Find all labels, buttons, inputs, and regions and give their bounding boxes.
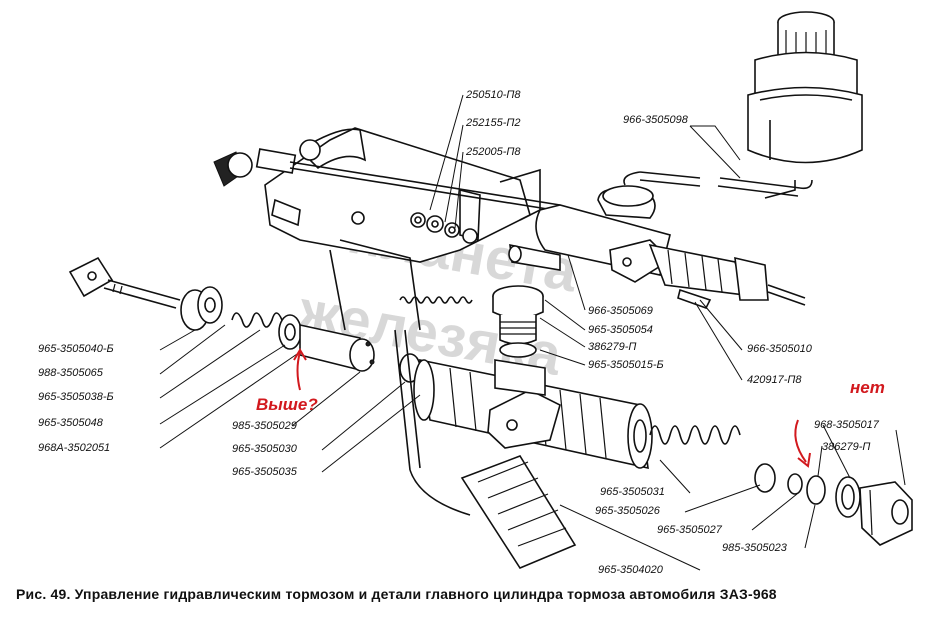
- annotation-note-left: Выше?: [256, 395, 318, 414]
- leader-lines: [159, 94, 906, 571]
- pedal-bracket: [264, 127, 541, 331]
- annotation-note-right: нет: [850, 378, 885, 397]
- label-3505048: 965-3505048: [38, 417, 104, 429]
- label-3505026: 965-3505026: [595, 505, 661, 517]
- label-3505015: 965-3505015-Б: [588, 359, 664, 371]
- dust-boot: [180, 286, 223, 331]
- label-250510: 250510-П8: [465, 89, 521, 101]
- label-3505031: 965-3505031: [600, 486, 665, 498]
- master-cylinder-top: [508, 185, 806, 309]
- return-spring: [399, 296, 473, 304]
- cylinder-body: [413, 358, 653, 470]
- push-rod-fork: [68, 256, 181, 309]
- label-386279-right: 386279-П: [822, 441, 870, 453]
- piston-spring: [649, 425, 741, 445]
- label-420917: 420917-П8: [747, 374, 802, 386]
- label-386279-top: 386279-П: [588, 341, 636, 353]
- label-252155: 252155-П2: [465, 117, 520, 129]
- label-3505027: 965-3505027: [657, 524, 723, 536]
- label-252005: 252005-П8: [465, 146, 521, 158]
- piston: [299, 324, 375, 372]
- valve-parts: [754, 463, 861, 518]
- figure-caption: Рис. 49. Управление гидравлическим тормо…: [16, 586, 777, 602]
- label-3505017: 968-3505017: [814, 419, 880, 431]
- label-3505065: 988-3505065: [38, 367, 104, 379]
- label-3505030: 965-3505030: [232, 443, 298, 455]
- inlet-fitting: [492, 285, 544, 358]
- label-3505098: 966-3505098: [623, 114, 689, 126]
- label-3504020: 965-3504020: [598, 564, 664, 576]
- label-3505054: 965-3505054: [588, 324, 653, 336]
- label-3505040: 965-3505040-Б: [38, 343, 114, 355]
- label-3505038: 965-3505038-Б: [38, 391, 114, 403]
- snap-ring-and-washer: [278, 314, 302, 350]
- label-3505029: 985-3505029: [232, 420, 297, 432]
- annotation-marks: [293, 348, 811, 468]
- brake-pedal: [394, 329, 577, 569]
- push-rod-upper: [213, 139, 561, 212]
- label-3505035: 965-3505035: [232, 466, 298, 478]
- reservoir-hose: [623, 171, 813, 197]
- label-3502051: 968А-3502051: [38, 442, 110, 454]
- label-3505010: 966-3505010: [747, 343, 813, 355]
- label-3505069: 966-3505069: [588, 305, 653, 317]
- brake-diagram: планета железяка: [38, 11, 913, 576]
- brake-fluid-reservoir: [747, 11, 863, 199]
- retaining-spring-ring: [231, 312, 283, 328]
- end-plug: [859, 481, 913, 546]
- part-labels: 250510-П8 252155-П2 252005-П8 966-350509…: [38, 89, 880, 576]
- bolts-and-washers: [410, 212, 478, 244]
- label-3505023: 985-3505023: [722, 542, 788, 554]
